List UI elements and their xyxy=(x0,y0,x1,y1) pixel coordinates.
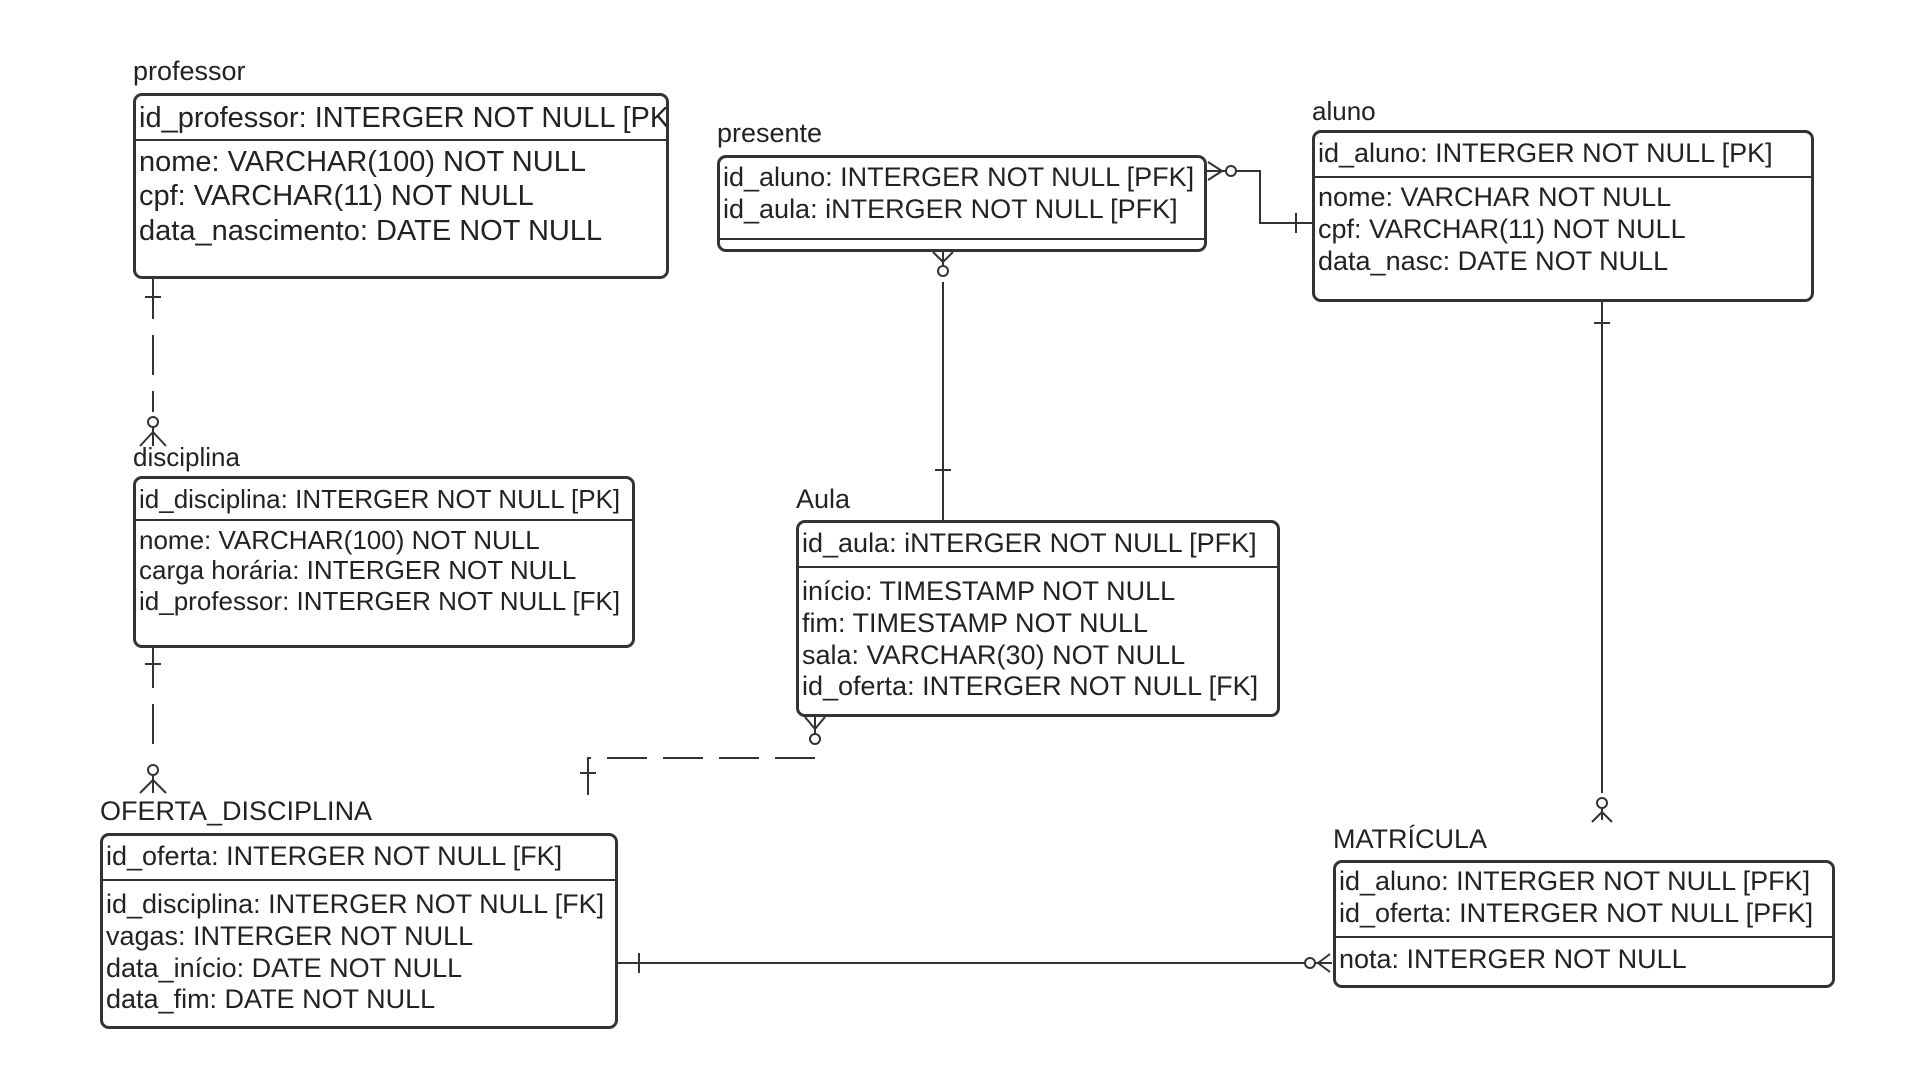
attribute-row: vagas: INTERGER NOT NULL xyxy=(106,920,474,951)
table-name-presente: presente xyxy=(717,118,823,148)
key-row: id_oferta: INTERGER NOT NULL [FK] xyxy=(106,841,563,871)
key-row: id_aluno: INTERGER NOT NULL [PFK] xyxy=(1339,866,1811,896)
rel-professor-disciplina xyxy=(139,279,167,447)
attribute-section: nome: VARCHAR(100) NOT NULL cpf: VARCHAR… xyxy=(136,141,666,248)
attribute-row: sala: VARCHAR(30) NOT NULL xyxy=(802,639,1186,670)
table-name-aula: Aula xyxy=(796,484,851,514)
attribute-row: nome: VARCHAR(100) NOT NULL xyxy=(139,146,586,179)
attribute-row: id_disciplina: INTERGER NOT NULL [FK] xyxy=(106,888,605,919)
attribute-section: início: TIMESTAMP NOT NULL fim: TIMESTAM… xyxy=(799,568,1277,703)
entity-oferta-disciplina[interactable]: id_oferta: INTERGER NOT NULL [FK] id_dis… xyxy=(100,833,618,1029)
attribute-row: data_início: DATE NOT NULL xyxy=(106,952,463,983)
key-section: id_aluno: INTERGER NOT NULL [PFK] id_aul… xyxy=(720,158,1204,240)
rel-aluno-matricula xyxy=(1591,302,1613,823)
entity-aluno[interactable]: id_aluno: INTERGER NOT NULL [PK] nome: V… xyxy=(1312,130,1814,302)
entity-aula[interactable]: id_aula: iNTERGER NOT NULL [PFK] início:… xyxy=(796,520,1280,717)
key-section: id_aluno: INTERGER NOT NULL [PFK] id_ofe… xyxy=(1336,863,1832,938)
rel-disciplina-oferta xyxy=(139,648,167,794)
attribute-row: id_professor: INTERGER NOT NULL [FK] xyxy=(139,586,621,617)
entity-professor[interactable]: id_professor: INTERGER NOT NULL [PK] nom… xyxy=(133,93,669,279)
key-row: id_disciplina: INTERGER NOT NULL [PK] xyxy=(139,484,621,514)
entity-matricula[interactable]: id_aluno: INTERGER NOT NULL [PFK] id_ofe… xyxy=(1333,860,1835,988)
attribute-row: carga horária: INTERGER NOT NULL xyxy=(139,555,577,586)
entity-presente[interactable]: id_aluno: INTERGER NOT NULL [PFK] id_aul… xyxy=(717,155,1207,252)
attribute-row: nome: VARCHAR NOT NULL xyxy=(1318,181,1672,212)
key-row: id_oferta: INTERGER NOT NULL [PFK] xyxy=(1339,897,1814,928)
attribute-section: nome: VARCHAR NOT NULL cpf: VARCHAR(11) … xyxy=(1315,178,1811,278)
attribute-row: cpf: VARCHAR(11) NOT NULL xyxy=(139,180,534,213)
table-name-professor: professor xyxy=(133,56,246,86)
rel-oferta-matricula xyxy=(617,953,1332,973)
table-name-matricula: MATRÍCULA xyxy=(1333,824,1488,854)
key-row: id_aula: iNTERGER NOT NULL [PFK] xyxy=(723,193,1178,224)
attribute-section: nota: INTERGER NOT NULL xyxy=(1336,938,1832,976)
attribute-section: id_disciplina: INTERGER NOT NULL [FK] va… xyxy=(103,881,615,1016)
key-section: id_professor: INTERGER NOT NULL [PK] xyxy=(136,96,669,142)
attribute-row: data_nascimento: DATE NOT NULL xyxy=(139,214,603,247)
key-row: id_aluno: INTERGER NOT NULL [PFK] xyxy=(723,162,1195,192)
attribute-row: fim: TIMESTAMP NOT NULL xyxy=(802,607,1149,638)
key-row: id_aula: iNTERGER NOT NULL [PFK] xyxy=(802,528,1257,558)
attribute-row: data_nasc: DATE NOT NULL xyxy=(1318,245,1669,276)
attribute-row: cpf: VARCHAR(11) NOT NULL xyxy=(1318,213,1686,244)
rel-aluno-presente xyxy=(1207,161,1312,233)
key-section: id_oferta: INTERGER NOT NULL [FK] xyxy=(103,836,615,881)
rel-aula-presente xyxy=(932,251,954,520)
attribute-row: nome: VARCHAR(100) NOT NULL xyxy=(139,524,540,555)
key-section: id_disciplina: INTERGER NOT NULL [PK] xyxy=(136,479,632,521)
table-name-oferta-disciplina: OFERTA_DISCIPLINA xyxy=(100,796,373,826)
key-row: id_aluno: INTERGER NOT NULL [PK] xyxy=(1318,138,1773,168)
key-row: id_professor: INTERGER NOT NULL [PK] xyxy=(139,102,669,134)
attribute-row: data_fim: DATE NOT NULL xyxy=(106,984,436,1015)
attribute-row: início: TIMESTAMP NOT NULL xyxy=(802,575,1176,606)
attribute-section: nome: VARCHAR(100) NOT NULL carga horári… xyxy=(136,521,632,617)
attribute-row: nota: INTERGER NOT NULL xyxy=(1339,943,1687,974)
key-section: id_aluno: INTERGER NOT NULL [PK] xyxy=(1315,133,1811,178)
table-name-aluno: aluno xyxy=(1312,96,1376,126)
table-name-disciplina: disciplina xyxy=(133,442,240,472)
entity-disciplina[interactable]: id_disciplina: INTERGER NOT NULL [PK] no… xyxy=(133,476,635,648)
rel-oferta-aula xyxy=(580,716,826,795)
key-section: id_aula: iNTERGER NOT NULL [PFK] xyxy=(799,523,1277,568)
attribute-row: id_oferta: INTERGER NOT NULL [FK] xyxy=(802,671,1259,702)
